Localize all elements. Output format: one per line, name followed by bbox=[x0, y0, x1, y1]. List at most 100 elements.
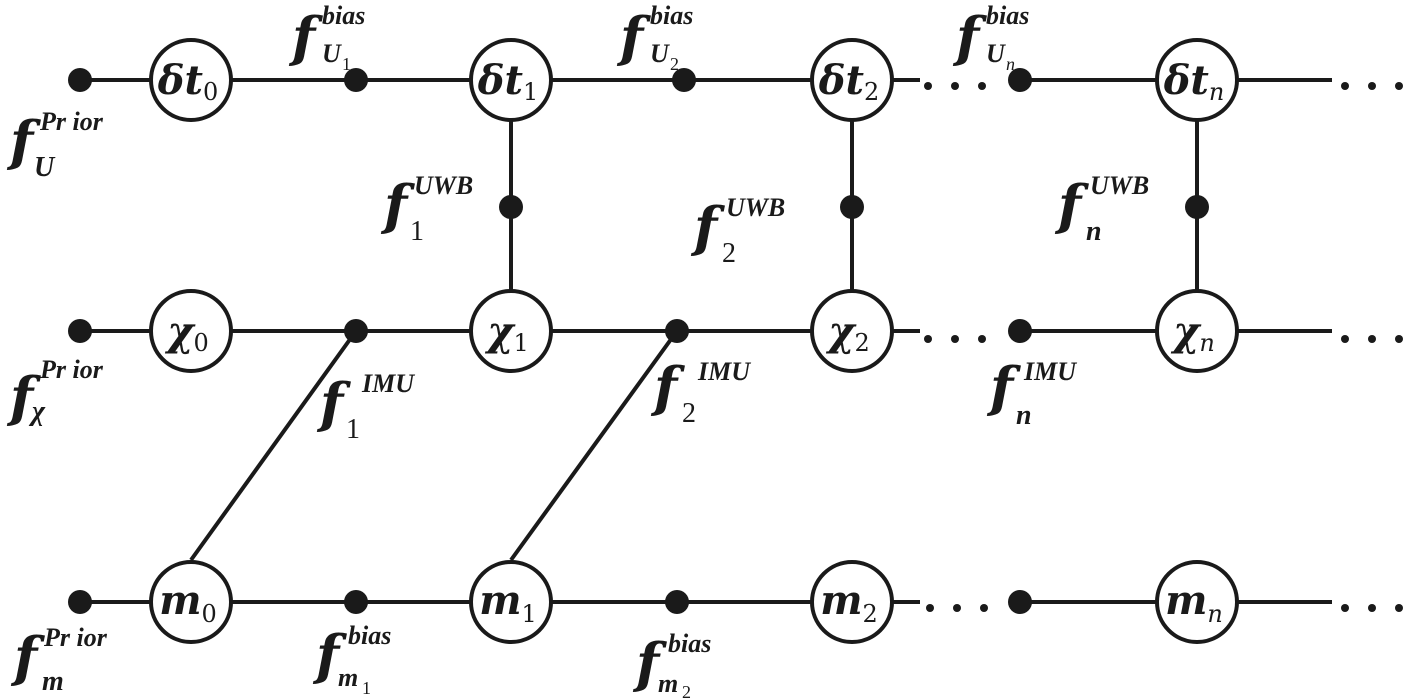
svg-text:m: m bbox=[338, 663, 358, 692]
label-imu-n: f IMU n bbox=[986, 355, 1077, 431]
node-x1: χ1 bbox=[469, 289, 553, 373]
ellipsis-dot bbox=[1368, 335, 1376, 343]
factor-bias-m1-dot bbox=[344, 590, 368, 614]
svg-text:1: 1 bbox=[342, 54, 351, 74]
svg-text:m1: m1 bbox=[479, 577, 537, 628]
ellipsis-dot bbox=[978, 82, 986, 90]
label-bias-m2: f bias m 2 bbox=[632, 629, 711, 700]
svg-text:Pr ior: Pr ior bbox=[39, 107, 104, 136]
edge-imu-1 bbox=[189, 329, 358, 562]
factor-bias-un-dot bbox=[1008, 68, 1032, 92]
svg-text:U: U bbox=[986, 39, 1006, 68]
node-xn: χn bbox=[1155, 289, 1239, 373]
svg-text:m0: m0 bbox=[159, 577, 217, 628]
node-dt1: δt1 bbox=[469, 38, 553, 122]
factor-uwb-n-dot bbox=[1185, 195, 1209, 219]
label-bias-u2: f bias U 2 bbox=[616, 1, 693, 74]
svg-text:δt2: δt2 bbox=[818, 57, 879, 106]
ellipsis-dot bbox=[951, 335, 959, 343]
ellipsis-dot bbox=[1341, 82, 1349, 90]
ellipsis-dot bbox=[980, 604, 988, 612]
edge-imu-2 bbox=[509, 329, 679, 562]
svg-text:UWB: UWB bbox=[726, 193, 785, 222]
svg-text:f: f bbox=[288, 5, 323, 69]
ellipsis-dot bbox=[926, 604, 934, 612]
factor-prior-u-dot bbox=[68, 68, 92, 92]
factor-bias-m2-dot bbox=[665, 590, 689, 614]
factor-bias-u1-dot bbox=[344, 68, 368, 92]
svg-text:U: U bbox=[322, 39, 342, 68]
svg-text:IMU: IMU bbox=[1023, 357, 1077, 386]
ellipsis-row-u bbox=[924, 82, 1403, 90]
node-dtn: δtn bbox=[1155, 38, 1239, 122]
svg-text:χn: χn bbox=[1170, 308, 1215, 357]
ellipsis-dot bbox=[978, 335, 986, 343]
ellipsis-row-m bbox=[926, 604, 1403, 612]
factor-m-n-dot bbox=[1008, 590, 1032, 614]
svg-text:f: f bbox=[616, 5, 651, 69]
svg-text:Pr ior: Pr ior bbox=[39, 355, 104, 384]
node-m1: m1 bbox=[469, 560, 553, 644]
factor-imu-2-dot bbox=[665, 319, 689, 343]
svg-text:χ1: χ1 bbox=[484, 308, 529, 357]
svg-text:UWB: UWB bbox=[1090, 171, 1149, 200]
svg-text:m: m bbox=[42, 666, 64, 697]
svg-text:χ0: χ0 bbox=[164, 308, 209, 357]
ellipsis-dot bbox=[1341, 335, 1349, 343]
ellipsis-dot bbox=[953, 604, 961, 612]
node-x0: χ0 bbox=[149, 289, 233, 373]
svg-text:IMU: IMU bbox=[361, 369, 415, 398]
label-bias-un: f bias U n bbox=[952, 1, 1029, 74]
svg-text:Pr ior: Pr ior bbox=[43, 623, 108, 652]
label-bias-m1: f bias m 1 bbox=[312, 621, 391, 698]
svg-text:IMU: IMU bbox=[697, 357, 751, 386]
svg-text:bias: bias bbox=[650, 1, 693, 30]
ellipsis-dot bbox=[1368, 604, 1376, 612]
factor-uwb-2-dot bbox=[840, 195, 864, 219]
ellipsis-dot bbox=[1368, 82, 1376, 90]
edges bbox=[80, 78, 1332, 604]
factor-imu-n-dot bbox=[1008, 319, 1032, 343]
node-m2: m2 bbox=[810, 560, 894, 644]
node-dt2: δt2 bbox=[810, 38, 894, 122]
svg-text:bias: bias bbox=[322, 1, 365, 30]
label-prior-x: f Pr ior χ bbox=[6, 355, 104, 429]
svg-text:δt1: δt1 bbox=[477, 57, 538, 106]
ellipsis-dot bbox=[951, 82, 959, 90]
label-prior-m: f Pr ior m bbox=[10, 623, 108, 697]
svg-text:n: n bbox=[1086, 216, 1102, 247]
svg-text:f: f bbox=[1054, 173, 1089, 237]
svg-text:1: 1 bbox=[362, 678, 371, 698]
svg-text:2: 2 bbox=[682, 682, 691, 700]
svg-text:f: f bbox=[650, 355, 685, 419]
factor-prior-m-dot bbox=[68, 590, 92, 614]
label-imu-1: f IMU 1 bbox=[316, 369, 415, 445]
svg-text:n: n bbox=[1016, 400, 1032, 431]
svg-text:U: U bbox=[34, 152, 56, 183]
svg-text:2: 2 bbox=[670, 54, 679, 74]
svg-text:1: 1 bbox=[410, 216, 424, 247]
svg-text:f: f bbox=[10, 625, 45, 689]
svg-text:χ: χ bbox=[28, 396, 46, 427]
ellipsis-dot bbox=[1395, 604, 1403, 612]
label-uwb-n: f UWB n bbox=[1054, 171, 1149, 247]
svg-text:bias: bias bbox=[668, 629, 711, 658]
ellipsis-dot bbox=[924, 82, 932, 90]
factor-uwb-1-dot bbox=[499, 195, 523, 219]
svg-text:m2: m2 bbox=[820, 577, 878, 628]
label-uwb-1: f UWB 1 bbox=[380, 171, 473, 247]
label-bias-u1: f bias U 1 bbox=[288, 1, 365, 74]
ellipsis-dot bbox=[1341, 604, 1349, 612]
node-x2: χ2 bbox=[810, 289, 894, 373]
svg-text:δt0: δt0 bbox=[157, 57, 218, 106]
factor-dots bbox=[68, 68, 1209, 614]
svg-text:1: 1 bbox=[346, 414, 360, 445]
ellipsis-row-x bbox=[924, 335, 1403, 343]
svg-text:χ2: χ2 bbox=[825, 308, 870, 357]
svg-text:m: m bbox=[658, 669, 678, 698]
svg-text:bias: bias bbox=[348, 621, 391, 650]
svg-text:UWB: UWB bbox=[414, 171, 473, 200]
svg-text:2: 2 bbox=[682, 398, 696, 429]
svg-text:bias: bias bbox=[986, 1, 1029, 30]
